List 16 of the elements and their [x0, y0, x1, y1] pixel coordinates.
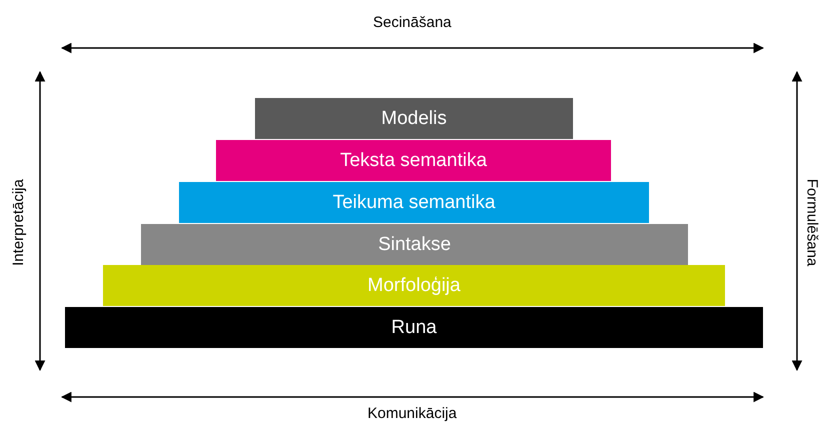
- layer-label: Runa: [391, 316, 437, 338]
- layer-label: Sintakse: [378, 234, 451, 256]
- pyramid-layer: [179, 182, 649, 223]
- pyramid-layer: [103, 265, 725, 306]
- pyramid-layer: [255, 98, 573, 139]
- axis-label: Formulēšana: [803, 178, 820, 266]
- axis-label: Interpretācija: [9, 178, 26, 266]
- layer-label: Teikuma semantika: [332, 192, 496, 214]
- pyramid-layer: [65, 307, 763, 348]
- layer-label: Teksta semantika: [340, 150, 487, 172]
- pyramid-layer: [141, 224, 688, 265]
- layer-label: Morfoloģija: [368, 274, 460, 296]
- pyramid-layer: [216, 140, 611, 181]
- axis-label: Komunikācija: [368, 404, 457, 422]
- axis-label: Secināšana: [373, 14, 452, 30]
- layer-label: Modelis: [381, 108, 447, 130]
